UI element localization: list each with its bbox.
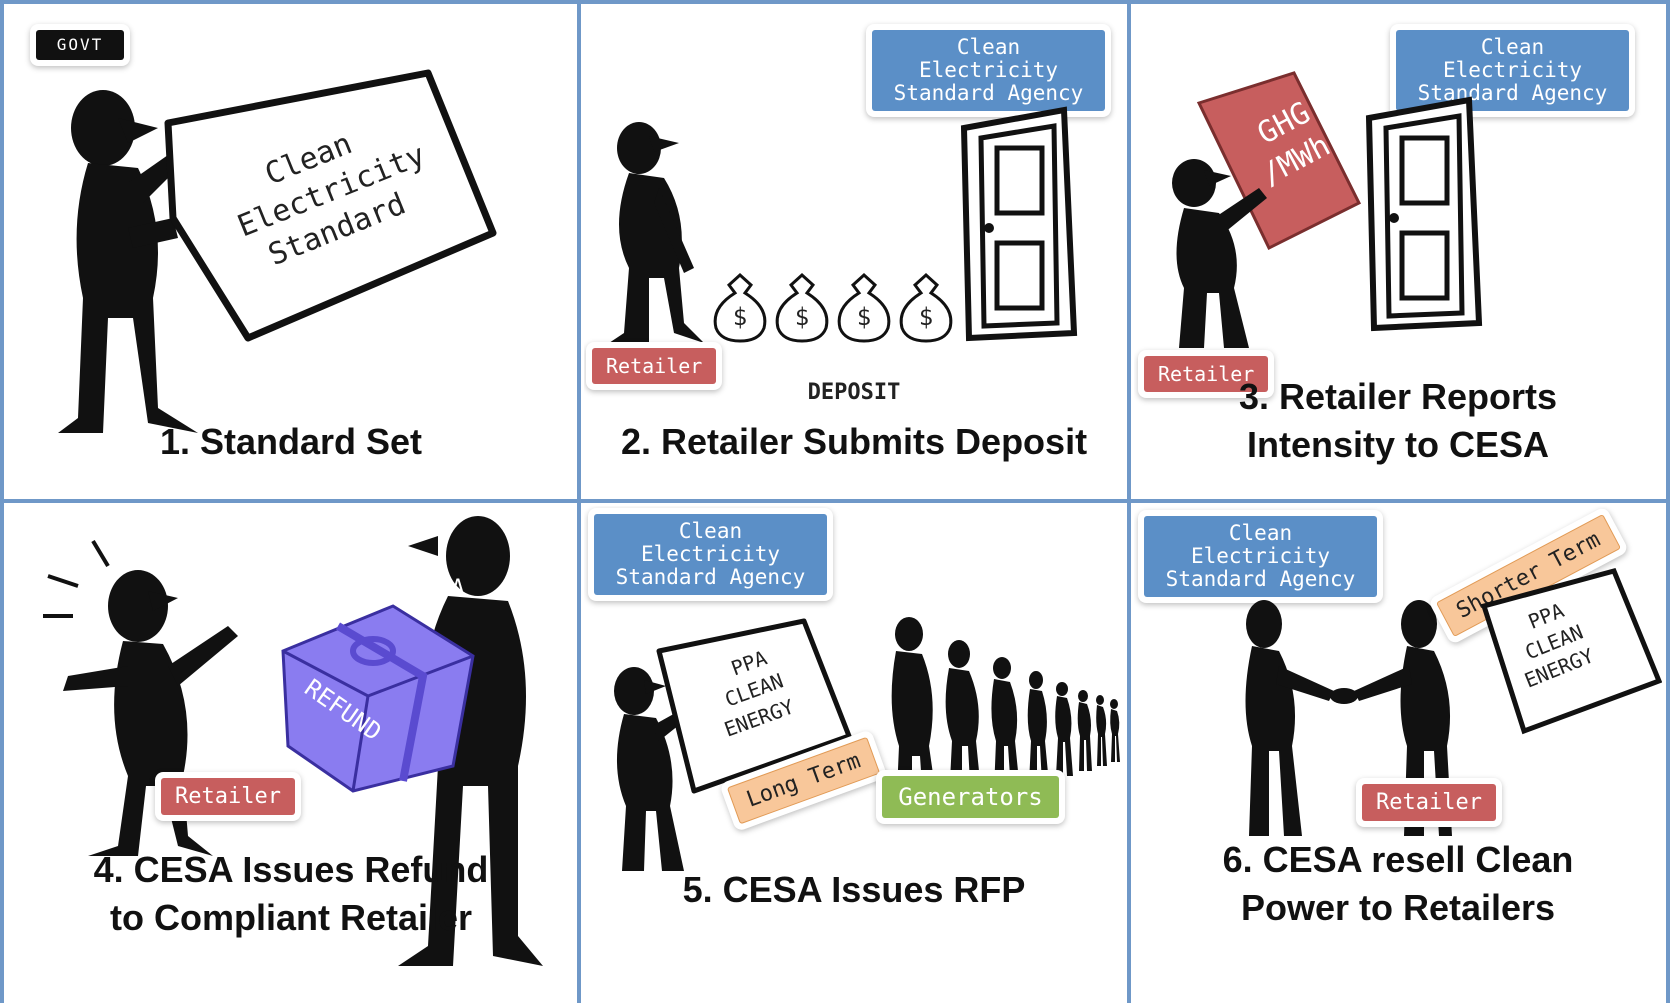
bag-dollar: $: [856, 303, 872, 331]
ppa-sign-board: [656, 618, 852, 794]
caption-3-line1: 3. Retailer Reports: [1238, 376, 1558, 417]
ppa-sign-board: [1480, 568, 1662, 735]
caption-6-line2: Power to Retailers: [1240, 887, 1556, 928]
govt-tag: GOVT: [36, 30, 124, 60]
agency-tag: Clean Electricity Standard Agency: [1144, 516, 1377, 597]
retailer-figure: [1172, 159, 1267, 348]
border-top: [0, 0, 1670, 4]
standard-sign-board: [164, 69, 497, 342]
caption-3-line2: Intensity to CESA: [1246, 424, 1550, 465]
panel-reports-intensity: Clean Electricity Standard Agency GHG /M…: [1134, 8, 1662, 496]
refund-gift-box: [281, 604, 475, 793]
agency-tag: Clean Electricity Standard Agency: [594, 514, 827, 595]
border-left: [0, 0, 4, 1003]
bag-dollar: $: [918, 303, 934, 331]
cesa-figure-with-sign: [614, 667, 684, 871]
retailer-tag: Retailer: [1144, 356, 1269, 392]
panel-resell-clean-power: Clean Electricity Standard Agency Shorte…: [1134, 506, 1662, 996]
bag-dollar: $: [732, 303, 748, 331]
cesa-label: CESA: [411, 576, 465, 601]
agency-tag: Clean Electricity Standard Agency: [1396, 30, 1629, 111]
divider-h1: [0, 499, 1670, 503]
panel-submits-deposit: Clean Electricity Standard Agency $ $ $ …: [584, 8, 1124, 496]
panel-issues-rfp: Clean Electricity Standard Agency PPA CL…: [584, 506, 1124, 996]
caption-4-line2: to Compliant Retailer: [109, 897, 473, 938]
caption-5: 5. CESA Issues RFP: [682, 869, 1026, 910]
agency-tag: Clean Electricity Standard Agency: [872, 30, 1105, 111]
retailer-figure: [609, 122, 704, 343]
caption-4-line1: 4. CESA Issues Refund: [93, 849, 489, 890]
retailer-tag: Retailer: [161, 778, 295, 815]
happy-retailer-figure: [43, 539, 238, 856]
caption-1: 1. Standard Set: [159, 421, 423, 462]
border-right: [1666, 0, 1670, 1003]
caption-2: 2. Retailer Submits Deposit: [620, 421, 1088, 462]
deposit-label: DEPOSIT: [807, 380, 901, 405]
panel-standard-set: GOVT Clean Electricity Standard 1. Stand…: [8, 8, 574, 496]
retailer-tag: Retailer: [1362, 784, 1496, 821]
retailer-tag: Retailer: [592, 348, 717, 384]
agency-door: [1365, 96, 1483, 332]
generators-tag: Generators: [882, 776, 1059, 818]
caption-6-line1: 6. CESA resell Clean: [1222, 839, 1574, 880]
generators-queue: [891, 617, 1120, 816]
bag-dollar: $: [794, 303, 810, 331]
panel-issues-refund: CESA REFUND Retailer 4. CESA Issues Refu…: [8, 506, 574, 996]
agency-door: [960, 106, 1078, 342]
